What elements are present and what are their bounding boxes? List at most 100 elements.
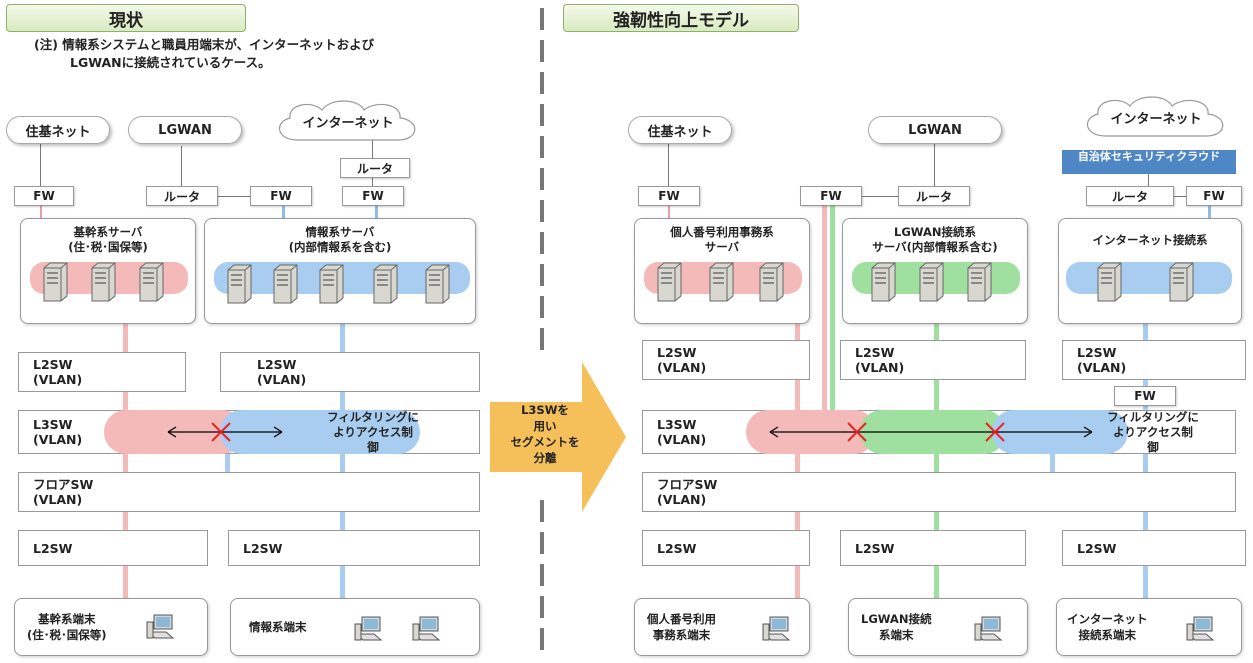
mynumber-terminal-label: 個人番号利用 事務系端末 (647, 612, 716, 642)
server-icon (708, 262, 734, 302)
joho-terminal-label: 情報系端末 (249, 620, 307, 634)
l2sw-vlan-box: L2SW (VLAN) (840, 340, 1026, 380)
l2sw-label: L2SW (855, 541, 895, 556)
pc-terminal-icon (1186, 616, 1216, 644)
l3sw-label: L3SW (VLAN) (33, 417, 83, 447)
divider-dash (540, 232, 544, 254)
joho-server-title: 情報系サーバ (内部情報系を含む) (288, 225, 392, 254)
server-icon (138, 262, 164, 302)
trunk-blue (1208, 206, 1211, 220)
server-icon (1096, 262, 1122, 302)
internet-label: インターネット (1110, 112, 1202, 127)
link-line (934, 140, 935, 188)
right-title: 強靭性向上モデル (563, 4, 799, 32)
fw-box: FW (638, 186, 700, 206)
trunk-green (830, 206, 835, 422)
link-line (40, 140, 41, 188)
floor-sw-label: フロアSW (VLAN) (33, 477, 94, 507)
link-line (218, 196, 250, 197)
link-line (372, 140, 373, 162)
trunk-pink (822, 206, 827, 422)
router-box: ルータ (146, 186, 218, 206)
blocked-arrow-icon (769, 422, 1093, 442)
internet-label: インターネット (302, 116, 394, 131)
trunk-blue (375, 206, 378, 220)
juki-net-pill: 住基ネット (6, 116, 110, 144)
l2sw-box: L2SW (642, 530, 810, 566)
server-icon (870, 262, 896, 302)
fw-box: FW (14, 186, 74, 206)
link-line (862, 196, 898, 197)
divider-dash (540, 136, 544, 158)
l2sw-vlan-box: L2SW (VLAN) (220, 352, 480, 392)
divider-dash (540, 72, 544, 94)
note-line2: LGWANに接続されているケース。 (70, 55, 271, 70)
l2sw-vlan-label: L2SW (VLAN) (33, 357, 83, 387)
l2sw-vlan-label: L2SW (VLAN) (1077, 345, 1127, 375)
filter-text: フィルタリングに よりアクセス制 御 (1107, 410, 1199, 454)
pc-terminal-icon (762, 616, 792, 644)
security-cloud-badge: 自治体セキュリティクラウド (1062, 150, 1236, 174)
internet-terminal-label: インターネット 接続系端末 (1067, 612, 1148, 642)
kikan-server-title: 基幹系サーバ (住･税･国保等) (68, 225, 148, 254)
link-line (372, 174, 373, 188)
divider-dash (540, 264, 544, 286)
fw-box: FW (250, 186, 312, 206)
trunk-pink (40, 206, 42, 220)
server-icon (966, 262, 992, 302)
divider-dash (540, 500, 544, 522)
l2sw-label: L2SW (243, 541, 283, 556)
fw-box: FW (1186, 186, 1242, 206)
trunk-pink (123, 322, 128, 598)
lgwan-terminal-label: LGWAN接続 系端末 (861, 612, 932, 642)
divider-dash (540, 104, 544, 126)
l2sw-vlan-label: L2SW (VLAN) (855, 345, 905, 375)
divider-dash (540, 628, 544, 650)
server-icon (424, 264, 450, 304)
divider-dash (540, 200, 544, 222)
trunk-blue (282, 206, 285, 220)
internet-cloud-icon (1087, 96, 1224, 137)
server-icon (272, 264, 298, 304)
l2sw-box: L2SW (18, 530, 208, 566)
internet-cloud-icon (279, 100, 416, 141)
link-line (181, 146, 182, 186)
l2sw-vlan-box: L2SW (VLAN) (642, 340, 810, 380)
server-icon (42, 262, 68, 302)
l2sw-label: L2SW (1077, 541, 1117, 556)
left-title: 現状 (6, 4, 246, 32)
link-line (668, 140, 669, 188)
trunk-blue (225, 452, 230, 472)
fw-box: FW (1114, 386, 1176, 406)
divider-dash (540, 168, 544, 190)
server-icon (226, 264, 252, 304)
divider-dash (540, 8, 544, 30)
l2sw-vlan-label: L2SW (VLAN) (657, 345, 707, 375)
filter-text: フィルタリングに よりアクセス制 御 (327, 410, 419, 454)
l2sw-vlan-box: L2SW (VLAN) (1062, 340, 1246, 380)
mynumber-server-title: 個人番号利用事務系 サーバ (670, 225, 774, 254)
l2sw-box: L2SW (228, 530, 480, 566)
juki-net-pill: 住基ネット (628, 116, 732, 144)
pc-terminal-icon (974, 616, 1004, 644)
trunk-blue (1143, 322, 1148, 598)
lgwan-pill: LGWAN (128, 116, 242, 144)
router-box: ルータ (1086, 186, 1174, 206)
router-box: ルータ (898, 186, 970, 206)
server-icon (318, 264, 344, 304)
trunk-green (934, 322, 939, 598)
l2sw-label: L2SW (33, 541, 73, 556)
l2sw-vlan-box: L2SW (VLAN) (18, 352, 186, 392)
floor-sw-label: フロアSW (VLAN) (657, 477, 718, 507)
server-icon (918, 262, 944, 302)
blue-band (1066, 262, 1232, 294)
router-box: ルータ (340, 158, 410, 178)
transition-arrow-icon (490, 362, 626, 512)
floor-sw-box: フロアSW (VLAN) (642, 472, 1236, 512)
l2sw-vlan-label: L2SW (VLAN) (257, 357, 307, 387)
l2sw-box: L2SW (1062, 530, 1246, 566)
divider-dash (540, 40, 544, 62)
l2sw-box: L2SW (840, 530, 1026, 566)
kikan-terminal-box: 基幹系端末 (住･税･国保等) (14, 598, 208, 656)
trunk-blue (1050, 452, 1055, 472)
